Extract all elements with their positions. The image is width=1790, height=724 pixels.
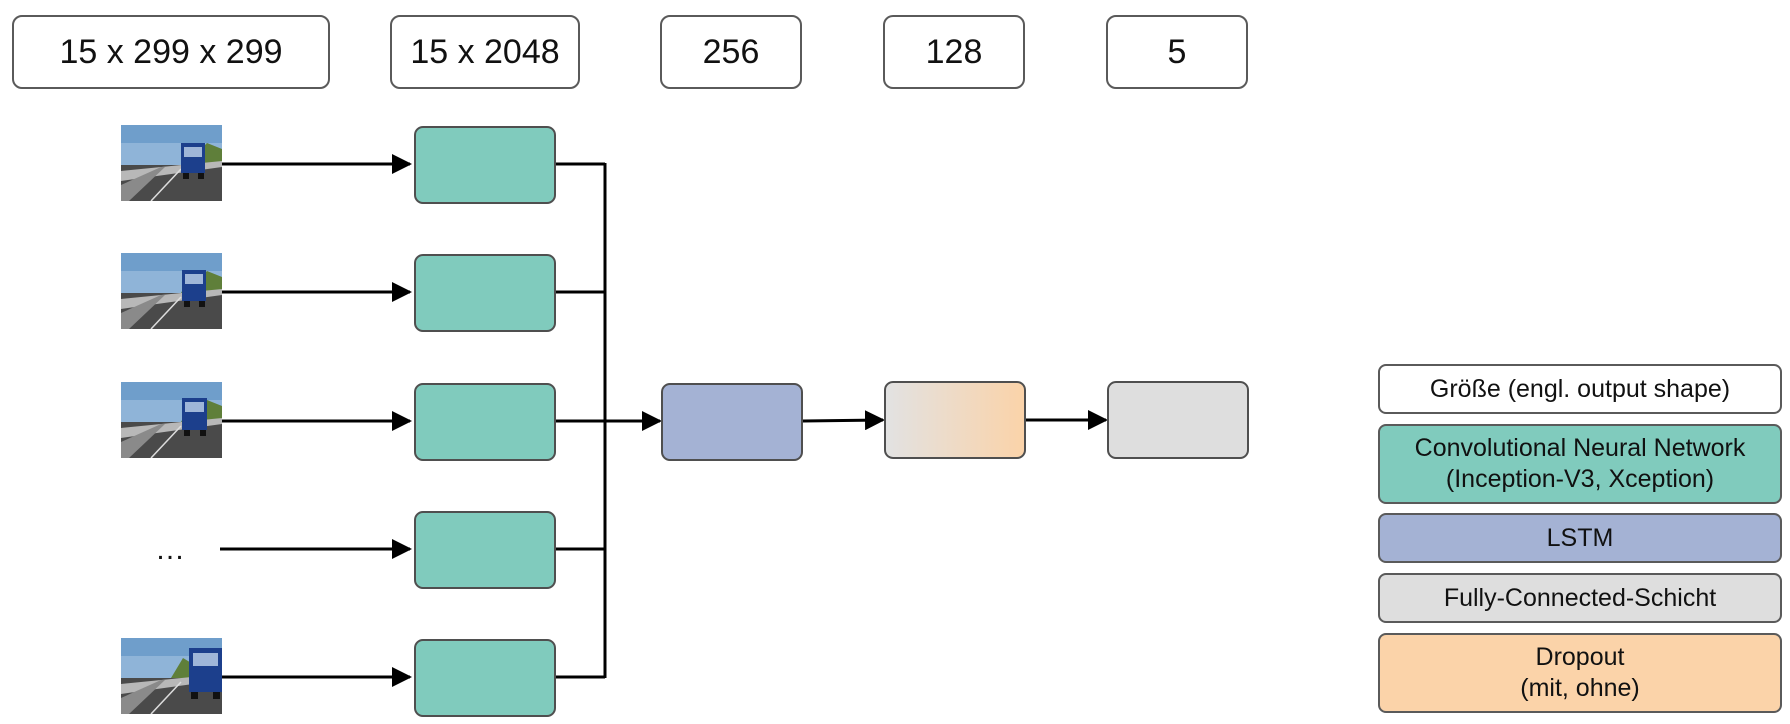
input-frame-3	[121, 382, 222, 458]
lstm-block	[661, 383, 803, 461]
shape-box-fc1: 128	[883, 15, 1025, 89]
legend-cnn-label-line1: Convolutional Neural Network	[1414, 434, 1746, 462]
legend-cnn-label-line2: (Inception-V3, Xception)	[1445, 465, 1715, 493]
cnn-block-5	[414, 639, 556, 717]
fc-output-block	[1107, 381, 1249, 459]
input-frame-last	[121, 638, 222, 714]
legend-output-shape: Größe (engl. output shape)	[1378, 364, 1782, 414]
road-scene-image	[121, 382, 222, 458]
shape-label-input: 15 x 299 x 299	[59, 32, 283, 71]
road-scene-image	[121, 253, 222, 329]
legend-cnn: Convolutional Neural Network (Inception-…	[1378, 424, 1782, 504]
road-scene-image	[121, 638, 222, 714]
legend-dropout-label-line2: (mit, ohne)	[1520, 674, 1640, 702]
shape-box-lstm: 256	[660, 15, 802, 89]
legend-lstm-label: LSTM	[1546, 523, 1614, 552]
legend-fully-connected: Fully-Connected-Schicht	[1378, 573, 1782, 623]
cnn-block-3	[414, 383, 556, 461]
shape-label-cnn: 15 x 2048	[410, 32, 560, 71]
legend-lstm: LSTM	[1378, 513, 1782, 563]
shape-box-input: 15 x 299 x 299	[12, 15, 330, 89]
shape-label-fc1: 128	[925, 32, 983, 71]
input-frame-2	[121, 253, 222, 329]
cnn-block-2	[414, 254, 556, 332]
shape-box-cnn: 15 x 2048	[390, 15, 580, 89]
legend-dropout-label-line1: Dropout	[1535, 643, 1625, 671]
shape-label-lstm: 256	[702, 32, 760, 71]
legend-fully-connected-label: Fully-Connected-Schicht	[1443, 583, 1717, 612]
legend-output-shape-label: Größe (engl. output shape)	[1429, 374, 1731, 403]
legend-dropout: Dropout (mit, ohne)	[1378, 633, 1782, 713]
fc-dropout-block	[884, 381, 1026, 459]
cnn-block-1	[414, 126, 556, 204]
shape-box-fc2: 5	[1106, 15, 1248, 89]
road-scene-image	[121, 125, 222, 201]
more-frames-ellipsis: …	[140, 530, 200, 570]
ellipsis-text: …	[155, 533, 185, 566]
input-frame-1	[121, 125, 222, 201]
shape-label-fc2: 5	[1167, 32, 1187, 71]
cnn-block-4	[414, 511, 556, 589]
